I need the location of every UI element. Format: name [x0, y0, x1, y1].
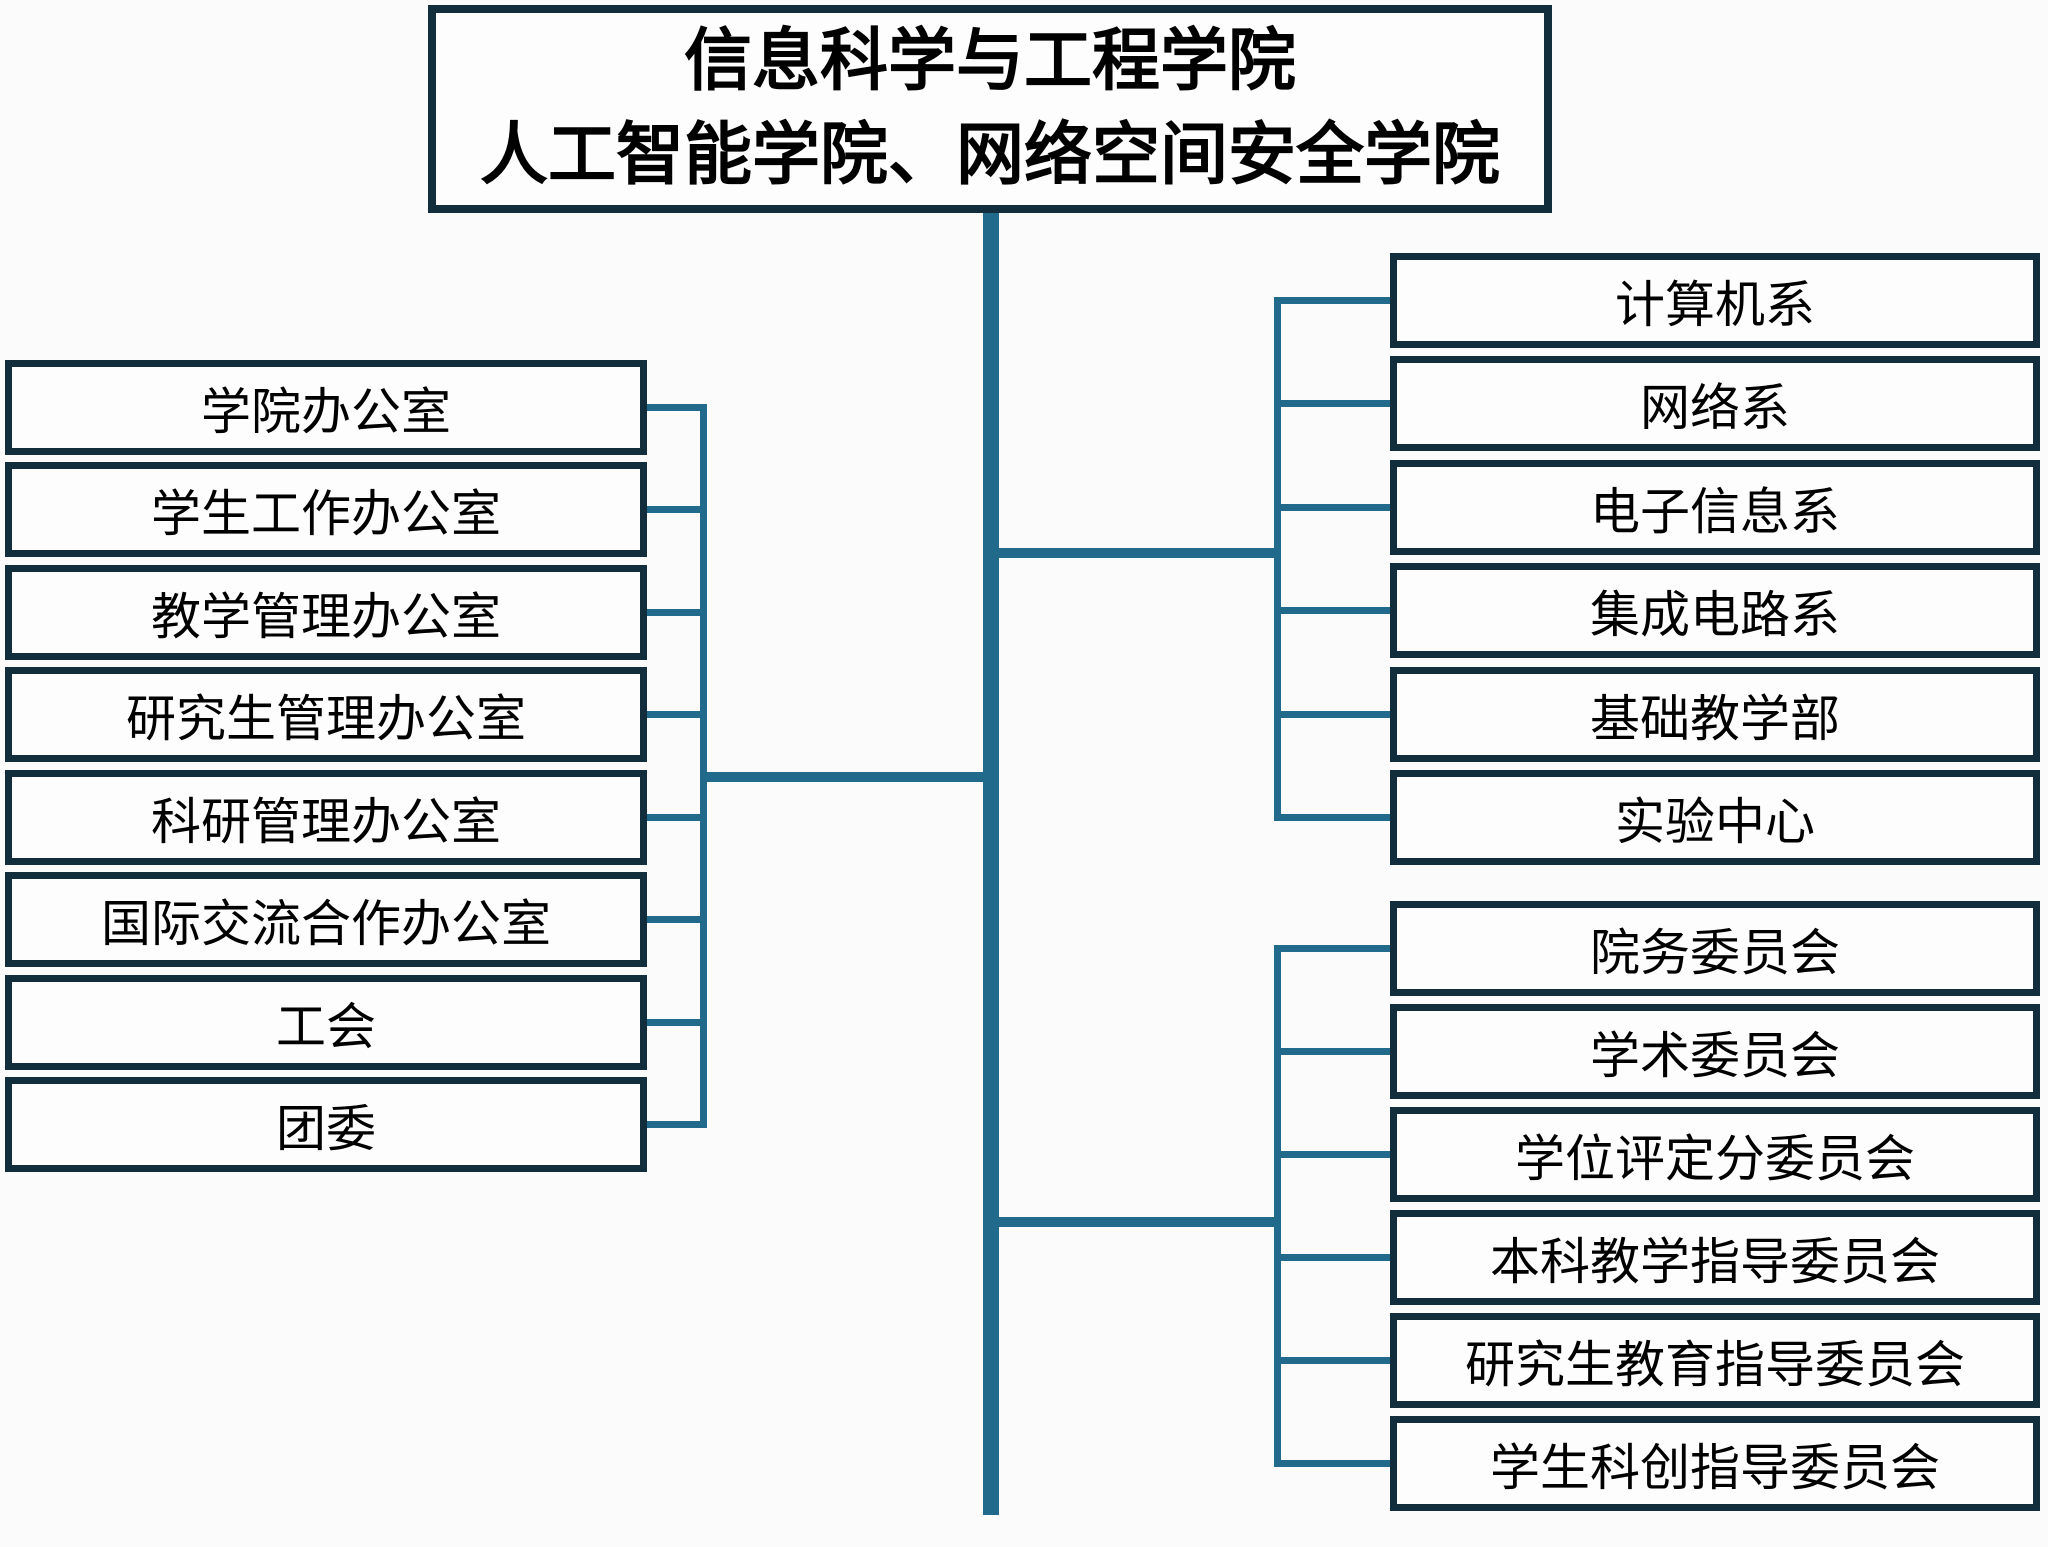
right-top-connector-line	[999, 548, 1274, 558]
org-box: 集成电路系	[1390, 563, 2040, 658]
org-box: 教学管理办公室	[5, 565, 647, 660]
left-connector-line	[707, 772, 983, 782]
org-box: 网络系	[1390, 356, 2040, 451]
left-spine-line	[700, 404, 707, 1128]
connector-stub	[1281, 1460, 1390, 1467]
org-box: 学术委员会	[1390, 1004, 2040, 1099]
org-box: 计算机系	[1390, 253, 2040, 348]
org-box: 研究生教育指导委员会	[1390, 1313, 2040, 1408]
main-trunk-line	[983, 213, 999, 1515]
org-box: 学位评定分委员会	[1390, 1107, 2040, 1202]
connector-stub	[647, 404, 700, 411]
connector-stub	[1281, 711, 1390, 718]
connector-stub	[1281, 1048, 1390, 1055]
connector-stub	[1281, 504, 1390, 511]
connector-stub	[647, 916, 700, 923]
connector-stub	[647, 609, 700, 616]
connector-stub	[647, 506, 700, 513]
connector-stub	[1281, 1357, 1390, 1364]
right-top-spine-line	[1274, 297, 1281, 821]
org-box: 学生科创指导委员会	[1390, 1416, 2040, 1511]
org-box: 研究生管理办公室	[5, 667, 647, 762]
org-box: 工会	[5, 975, 647, 1070]
connector-stub	[647, 711, 700, 718]
connector-stub	[647, 1121, 700, 1128]
org-box: 电子信息系	[1390, 460, 2040, 555]
connector-stub	[647, 1019, 700, 1026]
connector-stub	[647, 814, 700, 821]
right-bottom-spine-line	[1274, 945, 1281, 1467]
org-box: 团委	[5, 1077, 647, 1172]
org-box: 学生工作办公室	[5, 462, 647, 557]
org-box: 实验中心	[1390, 770, 2040, 865]
org-box: 科研管理办公室	[5, 770, 647, 865]
connector-stub	[1281, 1254, 1390, 1261]
org-box: 本科教学指导委员会	[1390, 1210, 2040, 1305]
right-bottom-connector-line	[999, 1217, 1274, 1227]
connector-stub	[1281, 607, 1390, 614]
title-line-1: 信息科学与工程学院	[683, 23, 1296, 100]
connector-stub	[1281, 945, 1390, 952]
connector-stub	[1281, 297, 1390, 304]
org-box: 院务委员会	[1390, 901, 2040, 996]
org-box: 学院办公室	[5, 360, 647, 455]
connector-stub	[1281, 400, 1390, 407]
connector-stub	[1281, 814, 1390, 821]
org-box: 国际交流合作办公室	[5, 872, 647, 967]
title-box: 信息科学与工程学院 人工智能学院、网络空间安全学院	[428, 5, 1552, 213]
title-line-2: 人工智能学院、网络空间安全学院	[479, 117, 1500, 193]
connector-stub	[1281, 1151, 1390, 1158]
org-box: 基础教学部	[1390, 667, 2040, 762]
